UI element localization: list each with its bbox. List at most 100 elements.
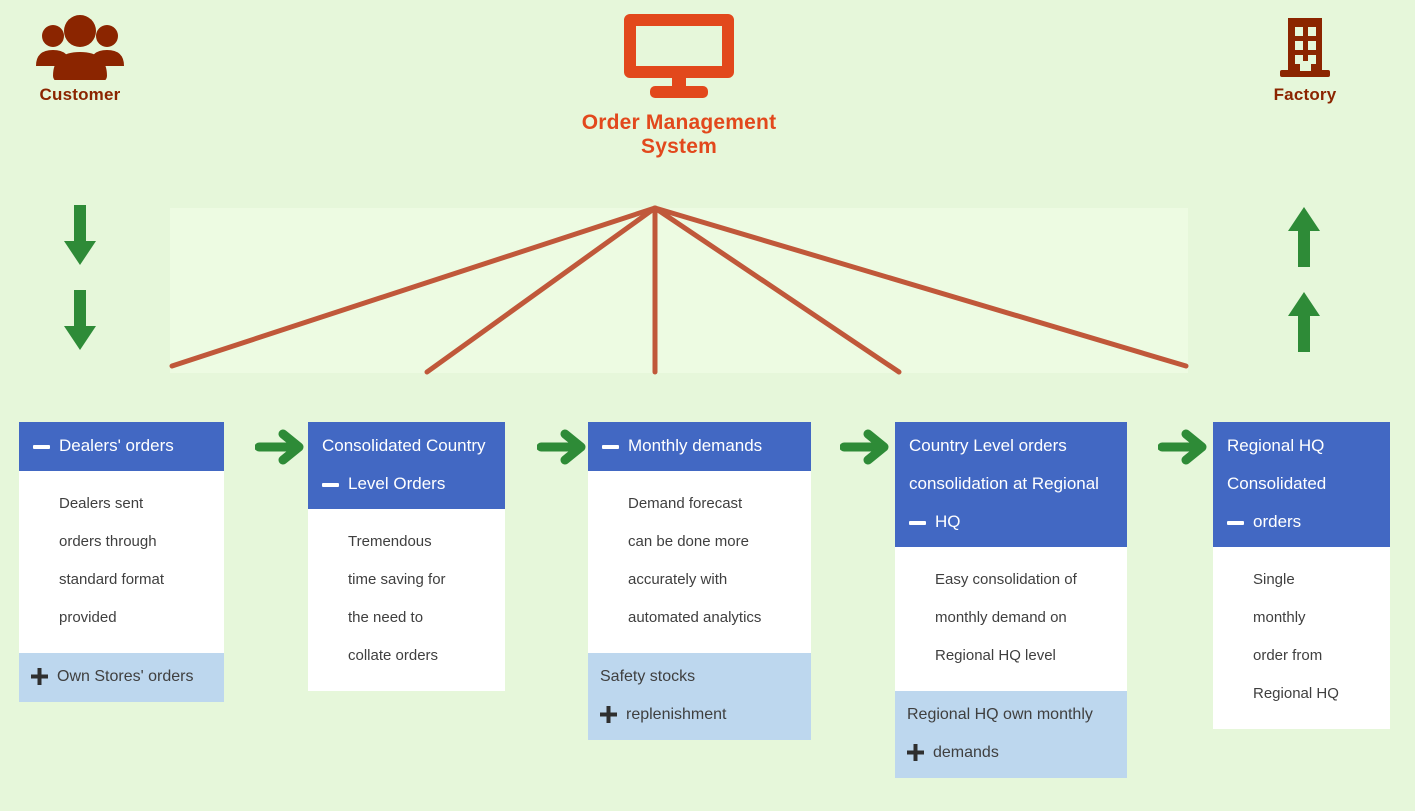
card-footer-line: replenishment [600,696,803,734]
card-body-line: time saving for [348,570,446,588]
card-header-line: Country Level orders [909,427,1117,465]
card-body-line: orders through [59,532,157,550]
card-body-line: Regional HQ level [935,646,1056,664]
card-header-line: consolidation at Regional [909,465,1117,503]
funnel-panel [170,208,1188,373]
actor-customer: Customer [6,14,154,105]
card-body-line: Regional HQ [1253,684,1339,702]
minus-icon[interactable] [322,466,348,504]
card-footer[interactable]: Safety stocks replenishment [588,652,811,740]
card-footer[interactable]: Own Stores' orders [19,652,224,702]
card-body: Easy consolidation of monthly demand on … [895,546,1127,691]
minus-icon[interactable] [1227,504,1253,542]
step-arrow-3 [839,428,892,471]
card-country-level-orders-consolidation[interactable]: Country Level orders consolidation at Re… [895,422,1127,778]
card-body: Demand forecast can be done more accurat… [588,470,811,653]
card-header[interactable]: Monthly demands [588,422,811,471]
card-header-line: Consolidated [1227,465,1380,503]
card-body: Single monthly order from Regional HQ [1213,546,1390,729]
card-body-line: Single [1253,570,1295,588]
arrow-right-icon [254,429,304,465]
card-header-line: HQ [909,503,1117,542]
card-header-text: Dealers' orders [59,436,174,455]
step-arrow-4 [1157,428,1210,471]
card-header-text: Consolidated [1227,474,1327,493]
arrow-down-icon [64,290,96,350]
card-header[interactable]: Dealers' orders [19,422,224,471]
card-consolidated-country-level-orders[interactable]: Consolidated Country Level Orders Tremen… [308,422,505,691]
card-body: Dealers sent orders through standard for… [19,470,224,653]
card-footer-line: Own Stores' orders [31,658,216,696]
card-header-text: Consolidated Country [322,436,486,455]
card-footer-line: Safety stocks [600,658,803,696]
arrow-up-icon [1288,292,1320,352]
card-header-text: Level Orders [348,474,446,493]
actor-factory-label: Factory [1273,85,1337,104]
card-header-text: HQ [935,512,961,531]
card-footer-text: Own Stores' orders [57,667,194,685]
card-body-line: automated analytics [628,608,762,626]
card-header-line: Dealers' orders [33,427,214,466]
card-footer-text: Safety stocks [600,667,696,685]
card-body-line: standard format [59,570,165,588]
card-header[interactable]: Regional HQ Consolidated orders [1213,422,1390,547]
card-footer-line: demands [907,734,1119,772]
actor-system-label: Order Management System [581,111,777,158]
card-dealers-orders[interactable]: Dealers' orders Dealers sent orders thro… [19,422,224,702]
card-footer-text: replenishment [626,705,727,723]
card-header-line: Level Orders [322,465,495,504]
flow-arrow-down-2 [62,290,98,357]
card-body-line: provided [59,608,117,626]
step-arrow-2 [536,428,589,471]
card-body-line: Tremendous [348,532,432,550]
card-header-text: orders [1253,512,1302,531]
card-body-line: Easy consolidation of [935,570,1077,588]
card-header-text: consolidation at Regional [909,474,1099,493]
card-regional-hq-consolidated-orders[interactable]: Regional HQ Consolidated orders Single m… [1213,422,1390,729]
card-footer-text: demands [933,743,999,761]
minus-icon[interactable] [909,504,935,542]
card-body-line: monthly demand on [935,608,1067,626]
card-monthly-demands[interactable]: Monthly demands Demand forecast can be d… [588,422,811,740]
card-body-line: collate orders [348,646,439,664]
card-header[interactable]: Consolidated Country Level Orders [308,422,505,509]
arrow-right-icon [536,429,586,465]
card-header[interactable]: Country Level orders consolidation at Re… [895,422,1127,547]
card-header-text: Monthly demands [628,436,763,455]
minus-icon[interactable] [602,428,628,466]
flow-arrow-up-2 [1286,290,1322,357]
plus-icon[interactable] [600,696,626,734]
arrow-up-icon [1288,207,1320,267]
card-footer-text: Regional HQ own monthly [907,705,1093,723]
card-body-line: Demand forecast [628,494,743,512]
card-body-line: Dealers sent [59,494,144,512]
card-header-line: Monthly demands [602,427,801,466]
step-arrow-1 [254,428,307,471]
card-body: Tremendous time saving for the need to c… [308,508,505,691]
arrow-right-icon [1157,429,1207,465]
minus-icon[interactable] [33,428,59,466]
actor-customer-label: Customer [39,85,121,104]
card-header-line: orders [1227,503,1380,542]
card-footer[interactable]: Regional HQ own monthly demands [895,690,1127,778]
card-header-line: Consolidated Country [322,427,495,465]
card-header-line: Regional HQ [1227,427,1380,465]
actor-factory: Factory [1244,14,1366,105]
arrow-down-icon [64,205,96,265]
building-factory-icon [1280,18,1330,77]
card-body-line: order from [1253,646,1323,664]
monitor-icon [624,14,734,98]
plus-icon[interactable] [31,658,57,696]
plus-icon[interactable] [907,734,933,772]
card-body-line: accurately with [628,570,728,588]
card-body-line: monthly [1253,608,1306,626]
flow-arrow-down-1 [62,205,98,272]
flow-arrow-up-1 [1286,205,1322,272]
card-header-text: Regional HQ [1227,436,1325,455]
users-group-icon [36,15,124,82]
arrow-right-icon [839,429,889,465]
card-body-line: can be done more [628,532,749,550]
card-footer-line: Regional HQ own monthly [907,696,1119,734]
actor-order-management-system: Order Management System [546,8,812,159]
